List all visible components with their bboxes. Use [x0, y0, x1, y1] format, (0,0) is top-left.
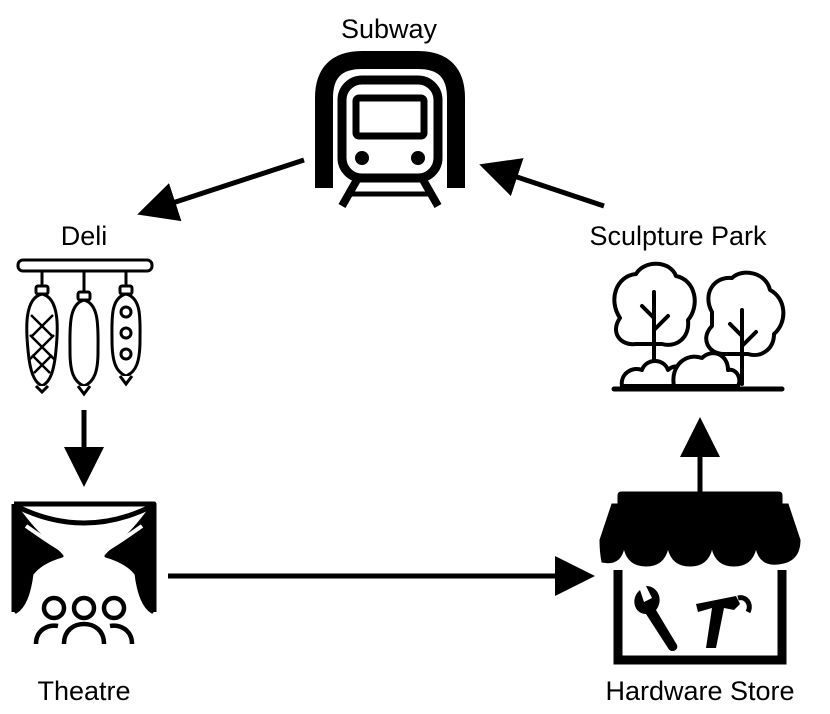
hanging-sausages-icon [16, 258, 154, 397]
park-trees-icon [611, 261, 786, 392]
node-hardware-store: Hardware Store [599, 491, 801, 706]
theatre-label: Theatre [37, 676, 130, 706]
node-subway: Subway [315, 14, 465, 208]
node-theatre: Theatre [11, 501, 157, 706]
subway-label: Subway [341, 14, 438, 44]
edge-subway-to-deli [137, 157, 305, 222]
hardware-store-icon [599, 491, 801, 665]
node-sculpture-park: Sculpture Park [589, 221, 786, 392]
hardware-store-label: Hardware Store [605, 676, 794, 706]
theatre-stage-icon [11, 501, 157, 645]
node-deli: Deli [16, 221, 154, 397]
edges [64, 157, 720, 596]
deli-label: Deli [61, 221, 108, 251]
sculpture-park-label: Sculpture Park [589, 221, 767, 251]
subway-train-icon [315, 51, 465, 208]
edge-sculpture-park-to-subway [479, 158, 605, 209]
